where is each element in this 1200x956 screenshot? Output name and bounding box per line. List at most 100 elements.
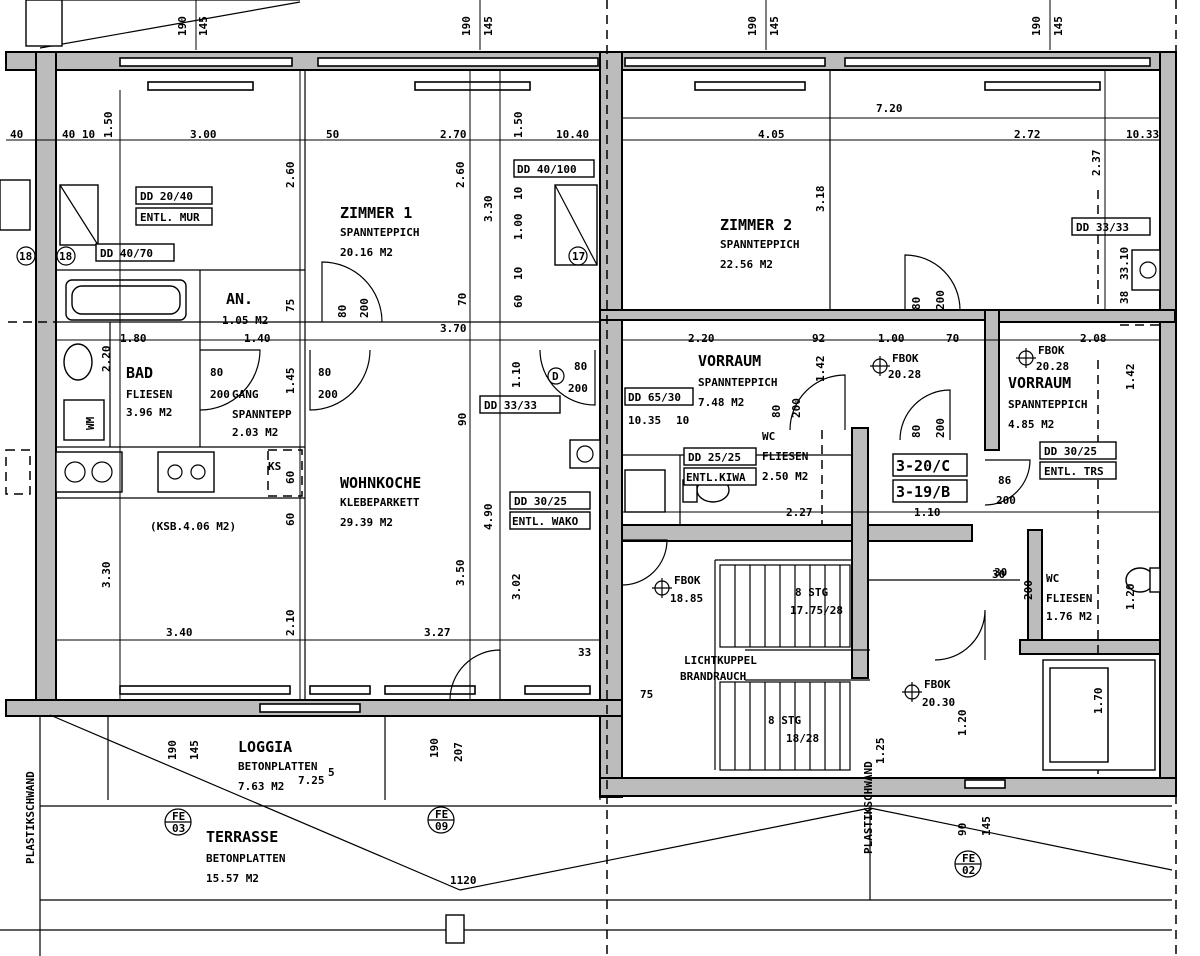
dim-label: 2.10 <box>284 610 297 637</box>
dim-label: 10.40 <box>556 128 589 141</box>
box-entl-kiwa: ENTL.KIWA <box>686 471 746 484</box>
dim-label: 3.00 <box>190 128 217 141</box>
dim-label: 10.35 <box>628 414 661 427</box>
door-height: 200 <box>934 418 947 438</box>
kitchen-counter <box>55 451 123 493</box>
dimension-lines <box>6 70 1160 700</box>
dim-label: 75 <box>640 688 653 701</box>
fbok-marker: FBOK 20.28 <box>870 352 921 381</box>
room-vorraum2-name: VORRAUM <box>1008 374 1071 392</box>
dim-label: 145 <box>980 816 993 836</box>
dim-label: 2.70 <box>440 128 467 141</box>
dim-label: 92 <box>812 332 825 345</box>
fbok-value: 18.85 <box>670 592 703 605</box>
room-labels: ZIMMER 1 SPANNTEPPICH 20.16 M2 ZIMMER 2 … <box>126 204 1092 885</box>
top-dimensions: 190 145 190 145 190 145 190 145 <box>176 0 1065 50</box>
room-zimmer2-area: 22.56 M2 <box>720 258 773 271</box>
dim-label: 2.72 <box>1014 128 1041 141</box>
dim-top: 190 <box>460 16 473 36</box>
fbok-markers: FBOK 20.28 FBOK 20.28 FBOK 18.85 FBOK 20… <box>652 344 1069 709</box>
fbok-label: FBOK <box>674 574 701 587</box>
dim-label: 40 <box>10 128 23 141</box>
dim-label: 1.50 <box>102 112 115 139</box>
dim-label: 4.90 <box>482 504 495 531</box>
door-width: 80 <box>910 425 923 438</box>
box-dd-40-70: DD 40/70 <box>100 247 153 260</box>
brandrauch-label: BRANDRAUCH <box>680 670 746 683</box>
box-dd-30-25-middle: DD 30/25 <box>514 495 567 508</box>
fixtures <box>0 0 1161 944</box>
dim-label: 3.50 <box>454 560 467 587</box>
door-width: 80 <box>336 305 349 318</box>
box-stair-3-20-c: 3-20/C <box>896 457 950 475</box>
room-bad-name: BAD <box>126 364 153 382</box>
loggia-elevation-sup: 5 <box>328 766 335 779</box>
dim-label: 2.37 <box>1090 150 1103 177</box>
box-dd-33-33-middle: DD 33/33 <box>484 399 537 412</box>
interior-lines <box>0 0 1173 956</box>
room-vorraum1-floor: SPANNTEPPICH <box>698 376 777 389</box>
room-ksb: (KSB.4.06 M2) <box>150 520 236 533</box>
door-labels: 80 200 80 200 80 200 80 200 80 200 80 20… <box>210 290 1016 507</box>
door-height: 200 <box>568 382 588 395</box>
room-wc2-area: 1.76 M2 <box>1046 610 1092 623</box>
circle-18-a: 18 <box>19 250 32 263</box>
svg-text:03: 03 <box>172 822 185 835</box>
stair-upper-ratio: 17.75/28 <box>790 604 843 617</box>
dim-label: 70 <box>456 293 469 306</box>
circle-18-b: 18 <box>59 250 72 263</box>
dim-label: 1.20 <box>1124 584 1137 611</box>
door-height: 200 <box>790 398 803 418</box>
room-an-area: 1.05 M2 <box>222 314 268 327</box>
door-height: 200 <box>934 290 947 310</box>
windows <box>119 57 1151 789</box>
dim-label: 2.20 <box>100 346 113 373</box>
stair-upper <box>719 564 851 648</box>
door-height: 200 <box>318 388 338 401</box>
door-width: 80 <box>318 366 331 379</box>
room-bad-area: 3.96 M2 <box>126 406 172 419</box>
door-height: 200 <box>996 494 1016 507</box>
dim-label: 38 <box>1118 291 1131 304</box>
dim-label: 10 <box>676 414 689 427</box>
dim-label: 3.30 <box>482 196 495 223</box>
wall-south-east <box>599 777 1177 797</box>
dim-top: 190 <box>746 16 759 36</box>
dim-label: 40 10 <box>62 128 95 141</box>
dim-label: 1.80 <box>120 332 147 345</box>
stair-upper-steps: 8 STG <box>795 586 828 599</box>
dim-label: 207 <box>452 742 465 762</box>
dim-top: 145 <box>768 16 781 36</box>
dim-label: 10.33 <box>1126 128 1159 141</box>
wall-stair-north <box>621 524 973 542</box>
dim-label: 2.20 <box>688 332 715 345</box>
fbok-marker: FBOK 18.85 <box>652 574 703 605</box>
door-width: 80 <box>574 360 587 373</box>
stair-lower <box>719 681 851 771</box>
dim-label: 4.05 <box>758 128 785 141</box>
dim-label: 3.27 <box>424 626 451 639</box>
svg-text:FE: FE <box>172 810 185 823</box>
room-wohnkoche-name: WOHNKOCHE <box>340 474 421 492</box>
fbok-value: 20.28 <box>1036 360 1069 373</box>
dim-top: 145 <box>1052 16 1065 36</box>
stair-lower-steps: 8 STG <box>768 714 801 727</box>
room-gang-floor: SPANNTEPP <box>232 408 292 421</box>
room-terrasse-name: TERRASSE <box>206 828 278 846</box>
room-wc2-name: WC <box>1046 572 1059 585</box>
svg-text:FE: FE <box>435 808 448 821</box>
room-wohnkoche-floor: KLEBEPARKETT <box>340 496 420 509</box>
dim-label: 1.00 <box>512 214 525 241</box>
wall-west <box>35 51 57 713</box>
label-v200: 200 <box>1022 580 1035 600</box>
dim-label: 75 <box>284 299 297 312</box>
room-zimmer1-area: 20.16 M2 <box>340 246 393 259</box>
box-entl-trs: ENTL. TRS <box>1044 465 1104 478</box>
svg-text:02: 02 <box>962 864 975 877</box>
label-1120: 1120 <box>450 874 477 887</box>
dim-label: 50 <box>326 128 339 141</box>
fbok-marker: FBOK 20.28 <box>1016 344 1069 373</box>
dim-label: 2.60 <box>454 162 467 189</box>
dim-label: 70 <box>946 332 959 345</box>
room-zimmer2-floor: SPANNTEPPICH <box>720 238 799 251</box>
